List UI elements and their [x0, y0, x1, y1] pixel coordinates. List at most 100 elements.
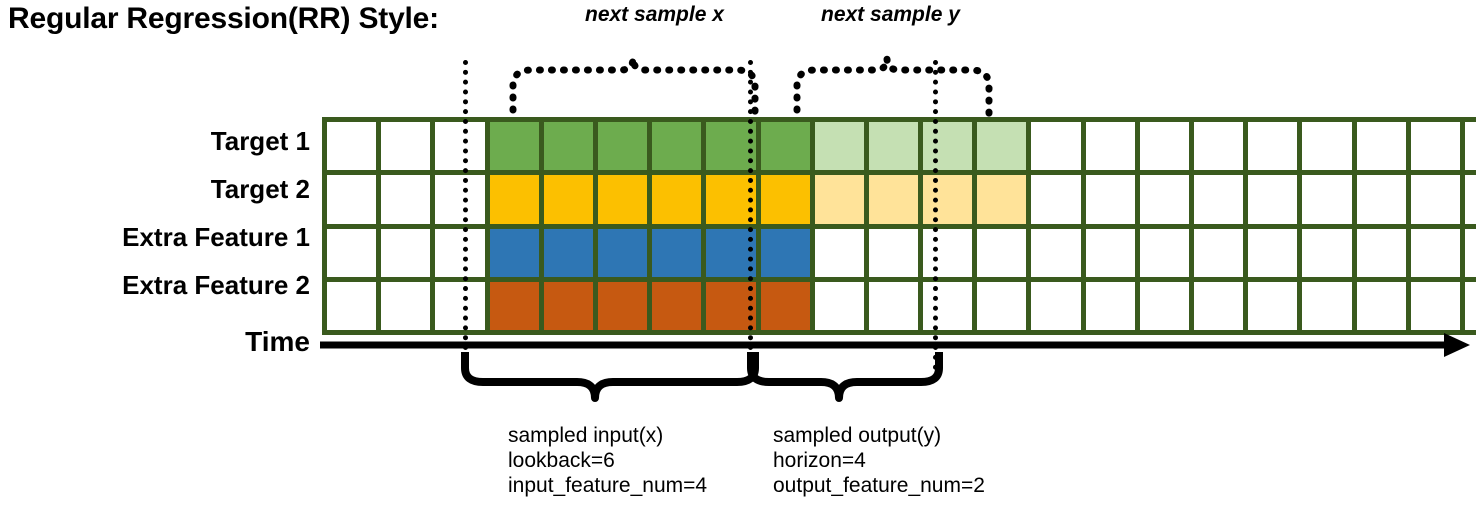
grid-cell-target-1-21 — [1464, 122, 1476, 171]
grid-cell-target-1-5 — [597, 122, 648, 171]
grid-cell-extra-feature-1-15 — [1139, 228, 1189, 277]
grid-cell-target-1-16 — [1194, 122, 1244, 171]
next-sample-x-label: next sample x — [585, 3, 724, 26]
guide-line-input-start — [463, 60, 468, 370]
grid-cell-target-1-12 — [977, 122, 1027, 171]
grid-cell-extra-feature-1-19 — [1356, 228, 1406, 277]
grid-cell-extra-feature-1-10 — [868, 228, 919, 277]
grid-cell-target-1-6 — [652, 122, 702, 171]
grid-cell-target-2-5 — [597, 175, 648, 224]
sampled-output-featnum: output_feature_num=2 — [773, 474, 985, 497]
grid-cell-extra-feature-1-1 — [381, 228, 431, 277]
grid-cell-target-2-10 — [868, 175, 919, 224]
grid-cell-extra-feature-1-3 — [489, 228, 539, 277]
sampled-input-title: sampled input(x) — [508, 424, 664, 447]
grid-cell-extra-feature-1-12 — [977, 228, 1027, 277]
grid-cell-target-1-3 — [489, 122, 539, 171]
grid-cell-target-2-21 — [1464, 175, 1476, 224]
grid-cell-extra-feature-2-16 — [1194, 281, 1244, 330]
grid-cell-extra-feature-1-2 — [435, 228, 485, 277]
grid-cell-extra-feature-2-13 — [1031, 281, 1081, 330]
grid-cell-target-2-14 — [1085, 175, 1135, 224]
sampled-output-brace — [747, 352, 943, 402]
grid-cell-target-1-7 — [706, 122, 756, 171]
grid-cell-target-1-4 — [543, 122, 593, 171]
grid-cell-extra-feature-1-11 — [923, 228, 973, 277]
grid-cell-target-2-9 — [814, 175, 864, 224]
grid-cell-extra-feature-1-17 — [1248, 228, 1298, 277]
sampled-output-horizon: horizon=4 — [773, 449, 866, 472]
grid-cell-target-2-20 — [1410, 175, 1460, 224]
grid-cell-target-2-12 — [977, 175, 1027, 224]
grid-cell-extra-feature-2-2 — [435, 281, 485, 330]
grid-cell-extra-feature-1-21 — [1464, 228, 1476, 277]
time-axis-arrow — [320, 333, 1470, 357]
grid-cell-target-2-17 — [1248, 175, 1298, 224]
grid-cell-extra-feature-2-20 — [1410, 281, 1460, 330]
grid-cell-target-2-2 — [435, 175, 485, 224]
row-label-extra-feature-1: Extra Feature 1 — [122, 222, 310, 252]
grid-cell-target-1-17 — [1248, 122, 1298, 171]
grid-cell-extra-feature-1-5 — [597, 228, 648, 277]
grid-cell-target-2-19 — [1356, 175, 1406, 224]
grid-cell-extra-feature-2-18 — [1302, 281, 1352, 330]
grid-cell-target-2-3 — [489, 175, 539, 224]
grid-cell-extra-feature-1-4 — [543, 228, 593, 277]
grid-cell-extra-feature-2-9 — [814, 281, 864, 330]
grid-cell-extra-feature-1-16 — [1194, 228, 1244, 277]
grid-cell-extra-feature-2-21 — [1464, 281, 1476, 330]
next-sample-y-label: next sample y — [821, 3, 960, 26]
sampled-input-caption: sampled input(x) lookback=6 input_featur… — [508, 423, 707, 498]
grid-cell-extra-feature-1-9 — [814, 228, 864, 277]
guide-line-input-end — [748, 60, 753, 370]
grid-cell-extra-feature-1-20 — [1410, 228, 1460, 277]
grid-cell-extra-feature-2-17 — [1248, 281, 1298, 330]
grid-cell-target-1-18 — [1302, 122, 1352, 171]
grid-cell-target-2-16 — [1194, 175, 1244, 224]
sampled-output-title: sampled output(y) — [773, 424, 942, 447]
grid-cell-extra-feature-1-13 — [1031, 228, 1081, 277]
grid-cell-target-1-8 — [760, 122, 810, 171]
grid-cell-target-2-7 — [706, 175, 756, 224]
grid-cell-extra-feature-1-6 — [652, 228, 702, 277]
grid-cell-extra-feature-2-12 — [977, 281, 1027, 330]
grid-cell-extra-feature-1-14 — [1085, 228, 1135, 277]
guide-line-output-end — [933, 60, 938, 370]
timeline-grid — [322, 117, 1476, 335]
grid-cell-target-1-20 — [1410, 122, 1460, 171]
grid-cell-target-1-9 — [814, 122, 864, 171]
sampled-input-featnum: input_feature_num=4 — [508, 474, 708, 497]
grid-cell-target-2-4 — [543, 175, 593, 224]
grid-cell-target-1-2 — [435, 122, 485, 171]
grid-cell-target-2-0 — [327, 175, 377, 224]
grid-cell-target-1-11 — [923, 122, 973, 171]
grid-cell-extra-feature-2-1 — [381, 281, 431, 330]
grid-cell-target-1-14 — [1085, 122, 1135, 171]
grid-cell-target-1-15 — [1139, 122, 1189, 171]
next-sample-y-brace — [793, 57, 993, 123]
sampled-input-brace — [461, 352, 759, 402]
grid-cell-target-2-1 — [381, 175, 431, 224]
grid-cell-target-1-0 — [327, 122, 377, 171]
grid-cell-extra-feature-2-4 — [543, 281, 593, 330]
grid-cell-target-2-11 — [923, 175, 973, 224]
grid-cell-target-1-13 — [1031, 122, 1081, 171]
grid-cell-extra-feature-2-15 — [1139, 281, 1189, 330]
row-label-target-1: Target 1 — [210, 126, 310, 156]
grid-cell-extra-feature-2-5 — [597, 281, 648, 330]
grid-cell-extra-feature-2-19 — [1356, 281, 1406, 330]
next-sample-x-brace — [509, 57, 759, 123]
grid-cell-extra-feature-2-3 — [489, 281, 539, 330]
grid-cell-target-2-18 — [1302, 175, 1352, 224]
row-label-target-2: Target 2 — [210, 174, 310, 204]
page-title: Regular Regression(RR) Style: — [8, 2, 439, 35]
row-labels: Target 1 Target 2 Extra Feature 1 Extra … — [0, 117, 310, 310]
grid-cell-target-2-15 — [1139, 175, 1189, 224]
grid-cell-extra-feature-2-0 — [327, 281, 377, 330]
grid-cell-target-2-8 — [760, 175, 810, 224]
grid-cell-extra-feature-2-8 — [760, 281, 810, 330]
grid-cell-extra-feature-2-14 — [1085, 281, 1135, 330]
sampled-output-caption: sampled output(y) horizon=4 output_featu… — [773, 423, 985, 498]
sampled-input-lookback: lookback=6 — [508, 449, 615, 472]
